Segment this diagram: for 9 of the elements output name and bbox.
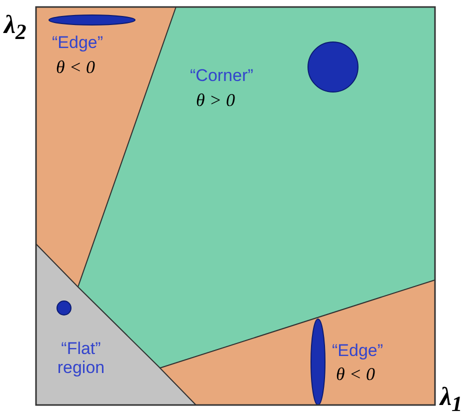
axis-label: λ$_{1}$	[440, 382, 462, 412]
region-label: “Edge”	[332, 342, 384, 361]
condition-label: θ > 0	[196, 91, 235, 111]
region-label: “Edge”	[52, 34, 104, 53]
region-label: “Flat” region	[56, 340, 106, 378]
condition-label: θ < 0	[56, 58, 95, 78]
condition-label: θ < 0	[336, 365, 375, 385]
region-label: “Corner”	[190, 67, 254, 86]
axis-label: λ$_{2}$	[4, 10, 26, 46]
